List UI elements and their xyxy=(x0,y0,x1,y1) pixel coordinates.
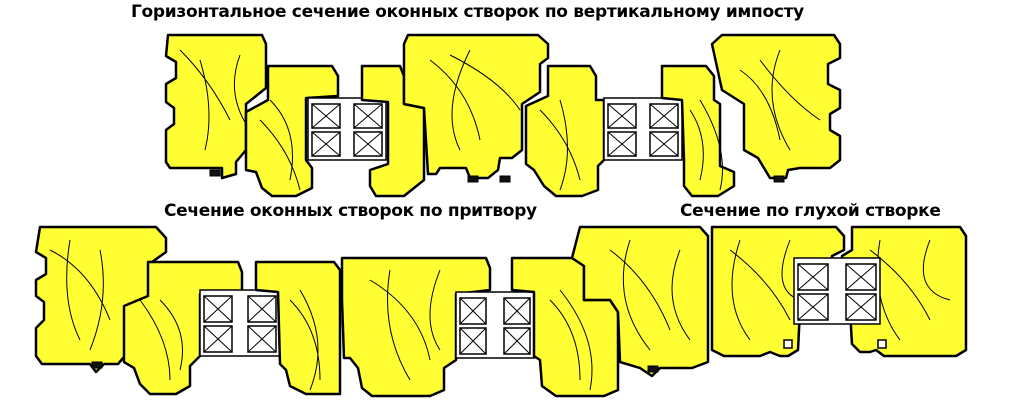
frame-left xyxy=(164,33,268,180)
glass-unit-2 xyxy=(603,97,683,161)
sash-right-1 xyxy=(524,64,606,198)
title-gluh-section: Сечение по глухой створке xyxy=(676,203,945,220)
title-pritvor-section: Сечение оконных створок по притвору xyxy=(160,203,541,220)
frame-left-bottom xyxy=(34,225,168,374)
glass-unit-1 xyxy=(307,97,387,161)
frame-right-bottom xyxy=(570,225,710,378)
glass-unit-4 xyxy=(455,291,535,359)
frame-right xyxy=(710,33,842,180)
sash-left-1 xyxy=(244,64,340,198)
impost-center xyxy=(402,33,550,180)
sash-bottom-3 xyxy=(340,256,492,398)
glass-unit-3 xyxy=(199,289,281,357)
pritvor-section xyxy=(34,225,710,398)
sash-right-2 xyxy=(660,64,736,198)
sash-bottom-1 xyxy=(122,260,244,396)
title-impost-section: Горизонтальное сечение оконных створок п… xyxy=(127,4,808,21)
gluh-section xyxy=(710,225,968,358)
impost-section xyxy=(164,33,842,198)
glass-unit-5 xyxy=(793,257,881,325)
